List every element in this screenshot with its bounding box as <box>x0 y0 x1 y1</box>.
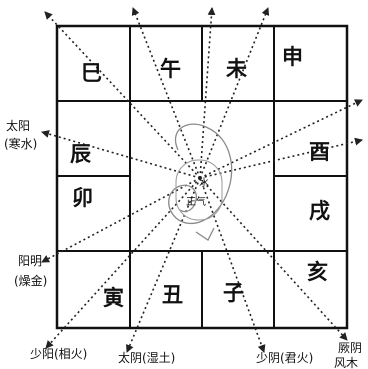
arrow-line <box>45 177 201 349</box>
branch-yin: 寅 <box>103 286 124 310</box>
branch-si: 巳 <box>81 61 102 85</box>
branch-mao: 卯 <box>72 186 93 210</box>
center-zhengqi: 正气 <box>186 195 206 208</box>
arrow-line <box>199 137 363 179</box>
arrow-line <box>199 177 266 353</box>
label-taiyin: 太阴(湿土) <box>118 350 175 365</box>
arrow-line <box>199 99 363 179</box>
label-jueyin-element: 风木 <box>334 356 358 369</box>
label-jueyin-name: 厥阴 <box>338 341 362 355</box>
label-shaoyang: 少阳(相火) <box>30 347 87 361</box>
branch-you: 酉 <box>309 140 330 164</box>
center-swirl <box>168 123 233 241</box>
arrow-line <box>41 130 201 179</box>
branch-wu: 午 <box>160 57 181 81</box>
branch-chen: 辰 <box>70 142 91 166</box>
label-shaoyin: 少阴(君火) <box>256 351 313 365</box>
branch-wei: 未 <box>226 57 247 81</box>
center-swirl-outline <box>175 159 223 221</box>
branch-zi: 子 <box>223 281 244 305</box>
branch-shen: 申 <box>282 45 303 69</box>
grid-lines <box>57 26 347 328</box>
arrow-line <box>199 7 270 179</box>
branch-hai: 亥 <box>307 260 328 284</box>
branch-xu: 戌 <box>309 199 330 223</box>
arrow-line <box>131 7 201 179</box>
arrow-line <box>199 177 348 341</box>
arrow-line <box>44 11 201 179</box>
label-taiyang-element: (寒水) <box>4 136 37 151</box>
label-yangming-element: (燥金) <box>14 273 47 288</box>
label-taiyang-name: 太阳 <box>6 118 30 133</box>
arrow-line <box>199 7 216 179</box>
radiating-arrows <box>41 7 363 353</box>
inner-square <box>129 100 275 252</box>
center-water: 水 <box>199 177 209 189</box>
label-yangming-name: 阳明 <box>18 254 42 268</box>
branch-chou: 丑 <box>162 283 183 307</box>
arrow-line <box>126 177 201 353</box>
